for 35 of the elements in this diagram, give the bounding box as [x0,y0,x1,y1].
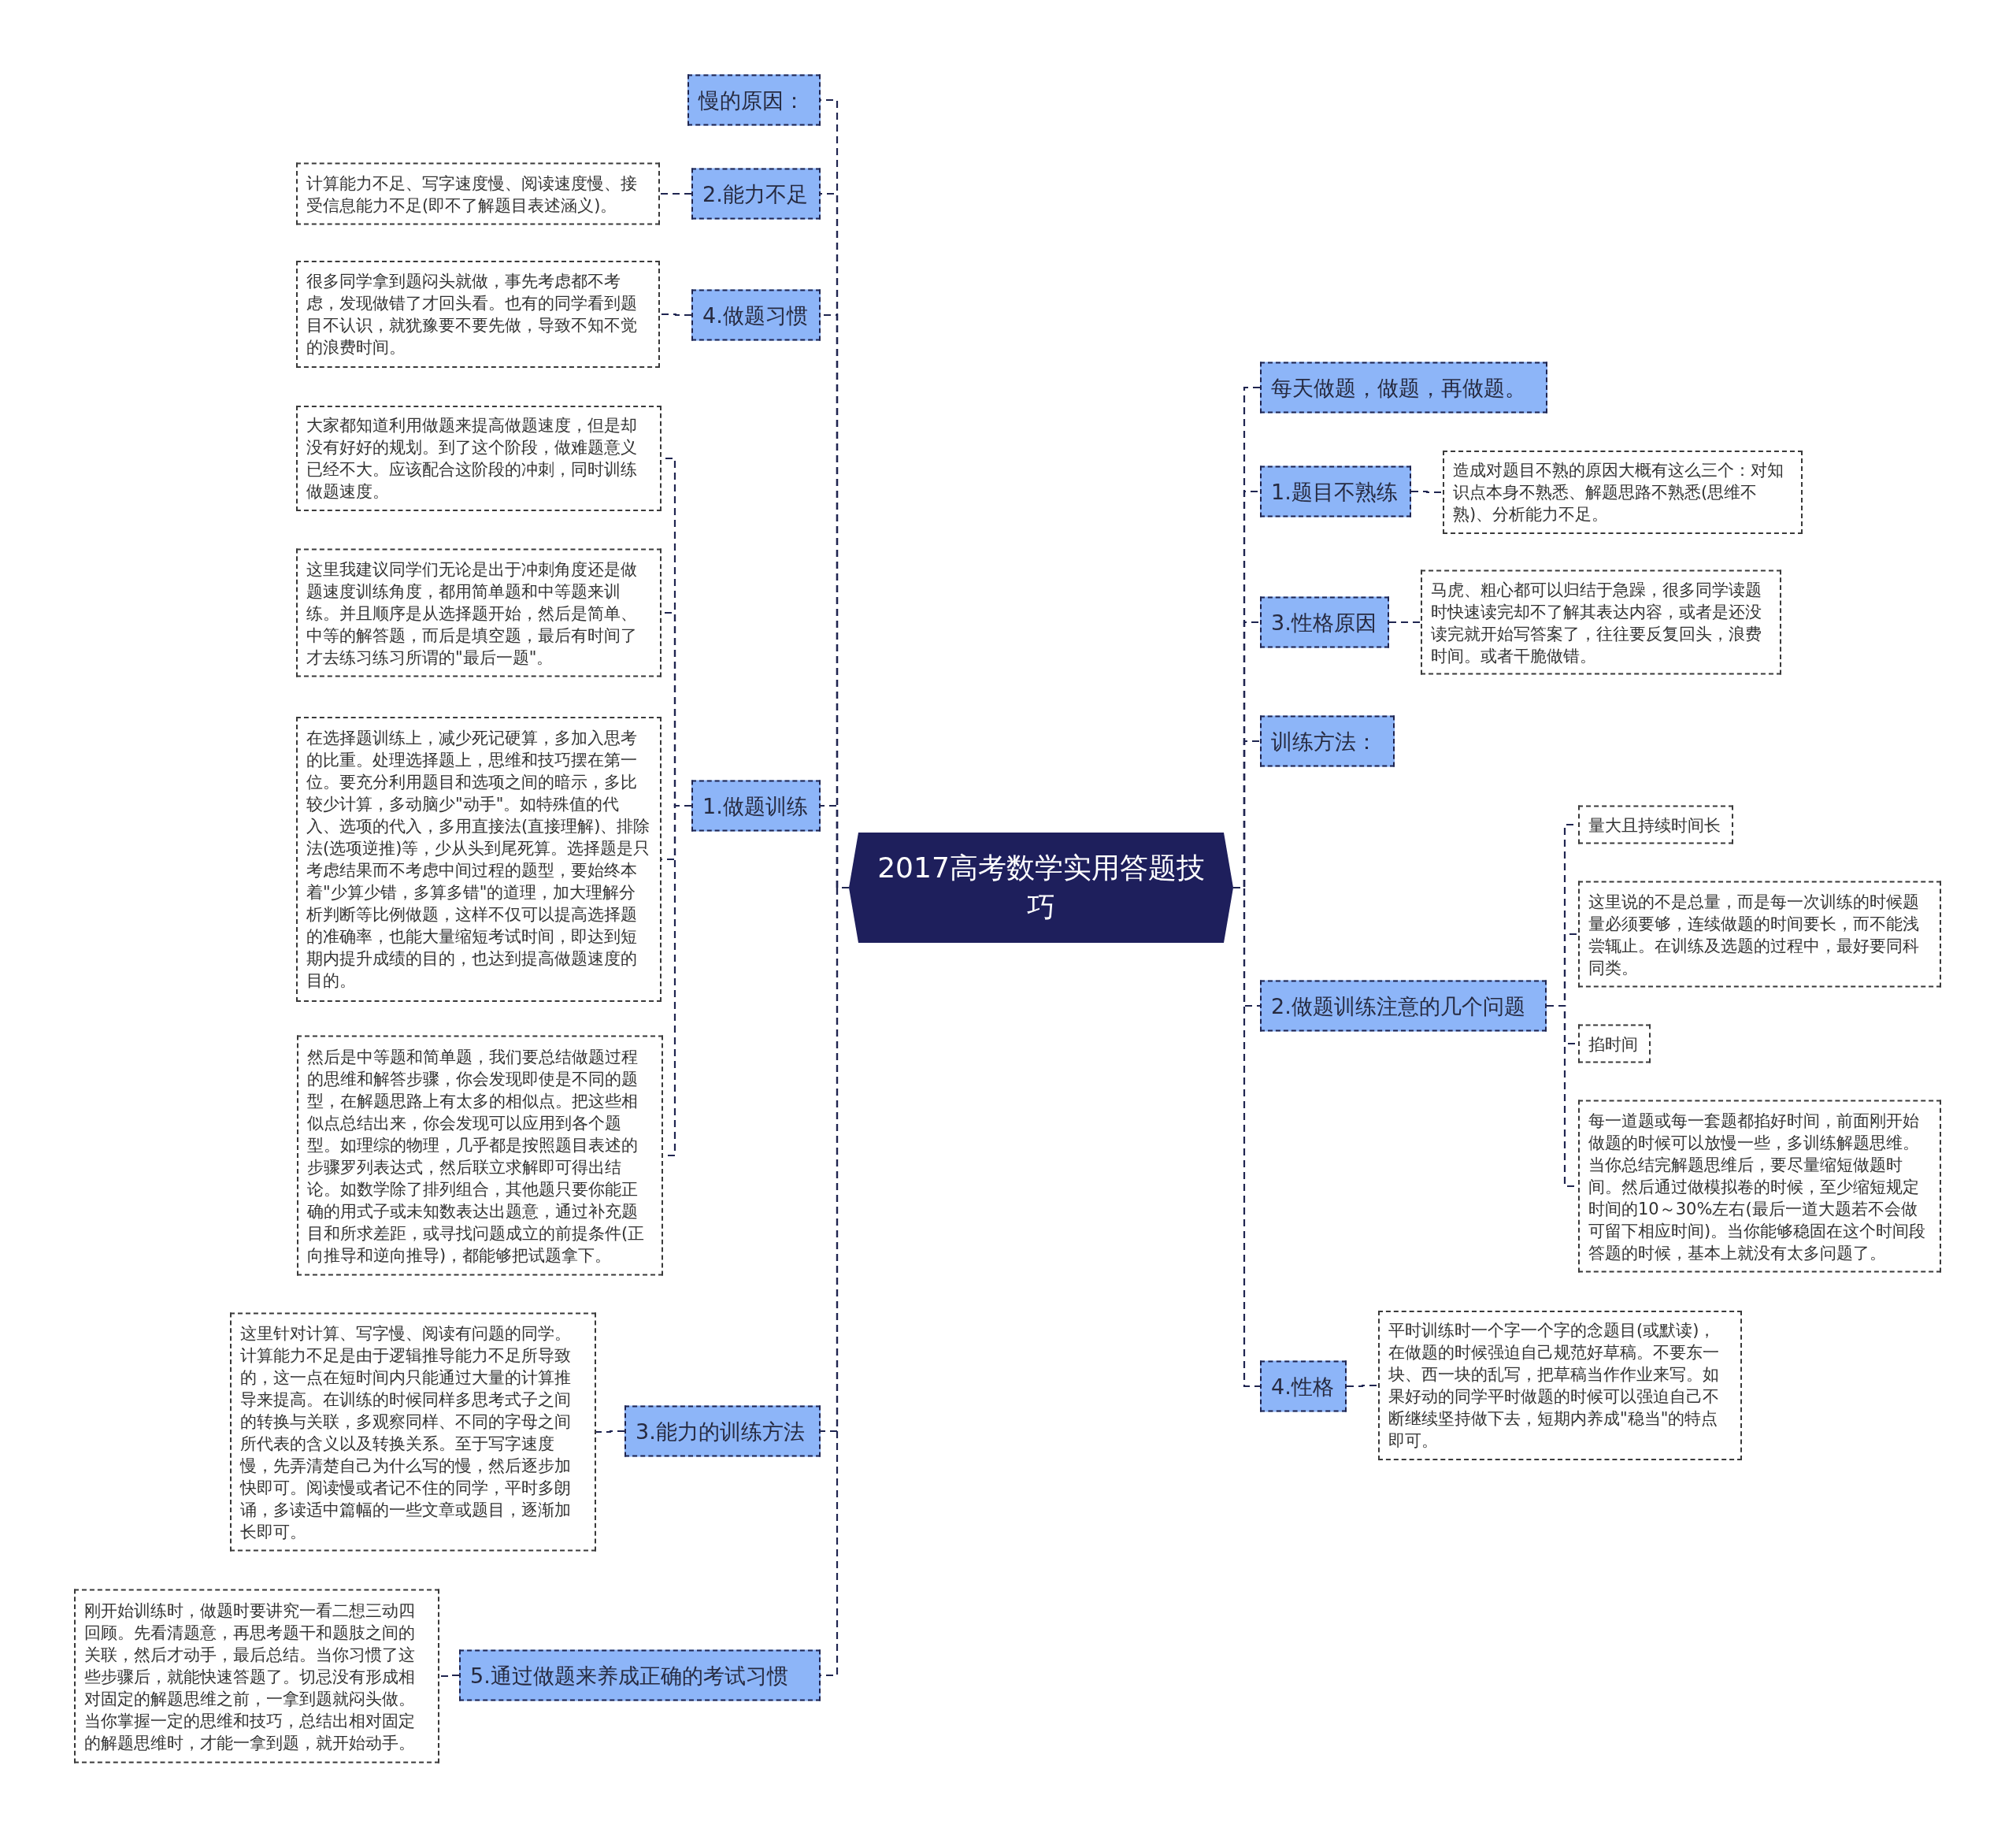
note-box: 在选择题训练上，减少死记硬算，多加入思考的比重。处理选择题上，思维和技巧摆在第一位。要充分利用题目和选项之间的暗示，多比较少计算，多动脑少"动手"。如特殊值的代入、选项的代入，多用直接法(直接理解)、排除法(选项逆推)等，少从头到尾死算。选择题是只考虑结果而不考虑中间过程的题型，要始终本着"少算少错，多算多错"的道理，加大理解分析判断等比例做题，这样不仅可以提高选择题的准确率，也能大量缩短考试时间，即达到短期内提升成绩的目的，也达到提高做题速度的目的。 [296,717,662,1002]
note-box: 平时训练时一个字一个字的念题目(或默读)，在做题的时候强迫自己规范好草稿。不要东一块、西一块的乱写，把草稿当作作业来写。如果好动的同学平时做题的时候可以强迫自己不断继续坚持做下去，短期内养成"稳当"的特点即可。 [1378,1311,1742,1460]
note-box: 很多同学拿到题闷头就做，事先考虑都不考虑，发现做错了才回头看。也有的同学看到题目不认识，就犹豫要不要先做，导致不知不觉的浪费时间。 [296,261,660,368]
note-box: 这里说的不是总量，而是每一次训练的时候题量必须要够，连续做题的时间要长，而不能浅尝辄止。在训练及选题的过程中，最好要同科同类。 [1578,881,1941,988]
note-box: 造成对题目不熟的原因大概有这么三个：对知识点本身不熟悉、解题思路不熟悉(思维不熟)、分析能力不足。 [1443,451,1803,534]
connector-line [1411,490,1443,494]
connector-line [660,313,691,317]
connector-line [660,192,691,195]
topic-box: 慢的原因： [687,74,821,126]
note-box: 这里针对计算、写字慢、阅读有问题的同学。计算能力不足是由于逻辑推导能力不足所导致的，这一点在短时间内只能通过大量的计算推导来提高。在训练的时候同样多思考式子之间的转换与关联，多观察同样、不同的字母之间所代表的含义以及转换关系。至于写字速度慢，先弄清楚自己为什么写的慢，然后逐步加快即可。阅读慢或者记不住的同学，平时多朗诵，多读适中篇幅的一些文章或题目，逐渐加长即可。 [230,1312,596,1552]
topic-box: 3.能力的训练方法 [624,1405,821,1457]
note-box: 量大且持续时间长 [1578,805,1733,844]
topic-box: 5.通过做题来养成正确的考试习惯 [459,1649,821,1701]
note-box: 这里我建议同学们无论是出于冲刺角度还是做题速度训练角度，都用简单题和中等题来训练。并且顺序是从选择题开始，然后是简单、中等的解答题，而后是填空题，最后有时间了才去练习练习所谓的"最后一题"。 [296,548,662,677]
note-box: 掐时间 [1578,1024,1651,1063]
topic-box: 2.做题训练注意的几个问题 [1260,980,1547,1032]
note-box: 刚开始训练时，做题时要讲究一看二想三动四回顾。先看清题意，再思考题干和题肢之间的关联，然后才动手，最后总结。当你习惯了这些步骤后，就能快速答题了。切忌没有形成相对固定的解题思维之前，一拿到题就闷头做。当你掌握一定的思维和技巧，总结出相对固定的解题思维时，才能一拿到题，就开始动手。 [74,1589,439,1764]
topic-box: 1.题目不熟练 [1260,465,1411,517]
topic-box: 每天做题，做题，再做题。 [1260,362,1547,414]
topic-box: 4.性格 [1260,1360,1347,1412]
connector-line [1389,621,1421,624]
note-box: 然后是中等题和简单题，我们要总结做题过程的思维和解答步骤，你会发现即使是不同的题型，在解题思路上有太多的相似点。把这些相似点总结出来，你会发现可以应用到各个题型。如理综的物理，几乎都是按照题目表述的步骤罗列表达式，然后联立求解即可得出结论。如数学除了排列组合，其他题只要你能正确的用式子或未知数表达出题意，通过补充题目和所求差距，或寻找问题成立的前提条件(正向推导和逆向推导)，都能够把试题拿下。 [297,1035,663,1276]
connector-line [1347,1384,1378,1388]
topic-box: 3.性格原因 [1260,596,1389,648]
topic-box: 2.能力不足 [691,168,821,220]
topic-box: 训练方法： [1260,715,1395,767]
connector-line [439,1674,459,1678]
topic-box: 4.做题习惯 [691,289,821,341]
connector-line [596,1430,624,1434]
note-box: 马虎、粗心都可以归结于急躁，很多同学读题时快速读完却不了解其表达内容，或者是还没读完就开始写答案了，往往要反复回头，浪费时间。或者干脆做错。 [1421,569,1781,675]
topic-box: 1.做题训练 [691,780,821,832]
note-box: 大家都知道利用做题来提高做题速度，但是却没有好好的规划。到了这个阶段，做难题意义已经不大。应该配合这阶段的冲刺，同时训练做题速度。 [296,406,662,511]
central-topic: 2017高考数学实用答题技巧 [849,833,1233,943]
note-box: 计算能力不足、写字速度慢、阅读速度慢、接受信息能力不足(即不了解题目表述涵义)。 [296,162,660,225]
note-box: 每一道题或每一套题都掐好时间，前面刚开始做题的时候可以放慢一些，多训练解题思维。当你总结完解题思维后，要尽量缩短做题时间。然后通过做模拟卷的时候，至少缩短规定时间的10～30%左右(最后一道大题若不会做可留下相应时间)。当你能够稳固在这个时间段答题的时候，基本上就没有太多问题了。 [1578,1100,1941,1273]
